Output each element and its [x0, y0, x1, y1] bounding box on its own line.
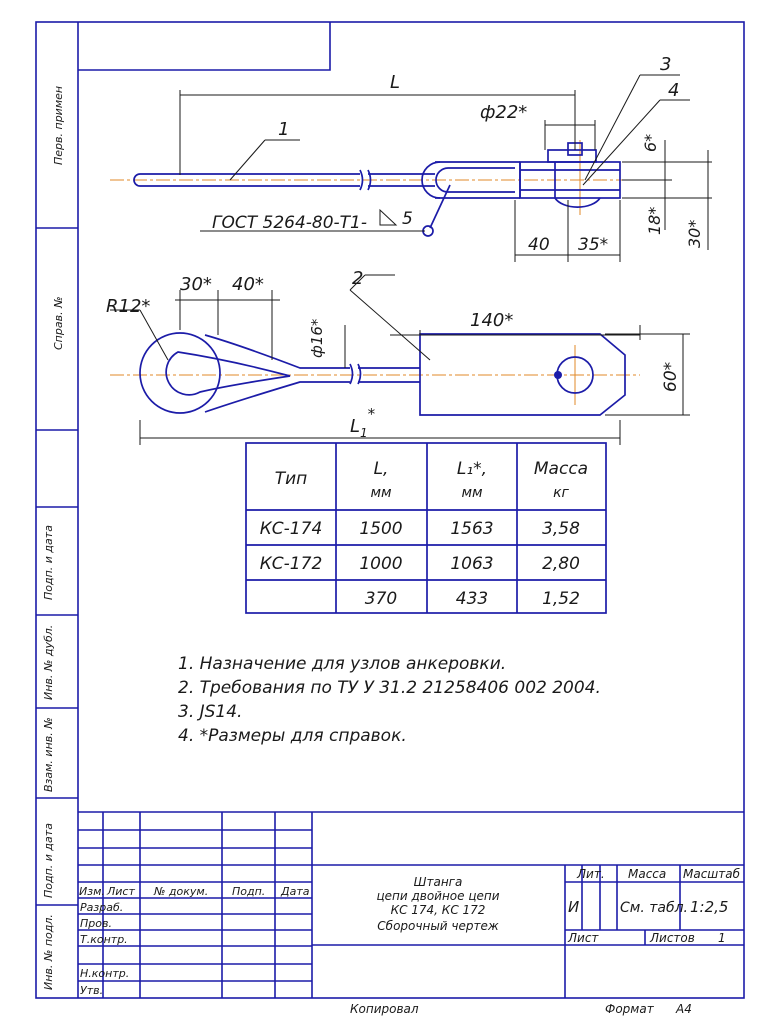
- lit-value: И: [568, 898, 579, 916]
- margin-labels: Перв. примен Справ. № Подп. и дата Инв. …: [42, 86, 65, 990]
- title-block: Изм. Лист № докум. Подп. Дата Разраб. Пр…: [79, 867, 741, 997]
- table-cell: 1063: [450, 554, 493, 574]
- table-header-3: Масса: [534, 459, 588, 479]
- title-line-1: Штанга: [414, 875, 463, 889]
- row-t-kontr: Т.контр.: [80, 933, 128, 946]
- dim-L1: L1*: [350, 405, 376, 440]
- callout-1: 1: [278, 119, 289, 140]
- table-cell: 433: [456, 589, 488, 609]
- table-cell: 1563: [450, 519, 493, 539]
- dim-L: L: [390, 72, 400, 93]
- row-razrab: Разраб.: [80, 901, 123, 914]
- title-line-4: Сборочный чертеж: [377, 919, 499, 933]
- margin-podp-data-1: Подп. и дата: [42, 525, 55, 600]
- note-4: 4. *Размеры для справок.: [178, 726, 407, 746]
- table-header-unit-2: мм: [461, 485, 483, 501]
- dim-30b: 30*: [180, 274, 212, 295]
- table-header-unit-3: кг: [553, 485, 569, 501]
- table-header-0: Тип: [275, 469, 308, 489]
- dim-phi16: ф16*: [308, 318, 326, 358]
- dim-R12: R12*: [106, 296, 150, 317]
- massa-value: См. табл.: [620, 900, 688, 916]
- gost-weld-label: ГОСТ 5264-80-Т1-: [212, 213, 367, 233]
- margin-podp-data-2: Подп. и дата: [42, 823, 55, 898]
- footer: Копировал Формат А4: [350, 1002, 692, 1016]
- table-header-2: L₁*,: [457, 459, 487, 479]
- table-header-1: L,: [374, 459, 389, 479]
- col-list: Лист: [106, 885, 135, 898]
- margin-inv-dubl: Инв. № дубл.: [42, 625, 55, 700]
- table-cell: 1500: [359, 519, 402, 539]
- row-n-kontr: Н.контр.: [80, 967, 129, 980]
- callout-4: 4: [668, 80, 679, 101]
- dim-35: 35*: [578, 235, 608, 255]
- dim-phi22: ф22*: [480, 102, 527, 123]
- dim-6: 6*: [641, 134, 660, 152]
- table-cell: КС-174: [260, 519, 323, 539]
- masshtab-label: Масштаб: [683, 867, 741, 881]
- table-header-unit-1: мм: [370, 485, 392, 501]
- table-cell: КС-172: [260, 554, 323, 574]
- callout-3: 3: [660, 54, 671, 75]
- list-label: Лист: [567, 931, 599, 945]
- masshtab-value: 1:2,5: [690, 898, 728, 916]
- dim-30: 30*: [685, 220, 704, 248]
- table-cell: 370: [365, 589, 397, 609]
- table-cell: 3,58: [542, 519, 580, 539]
- assembly-view: 1 3 4 L ф22* 6* 18* 30* 40 35* ГОСТ 5264…: [110, 54, 712, 262]
- title-line-2: цепи двойное цепи: [376, 889, 499, 903]
- dim-140: 140*: [470, 310, 513, 331]
- dim-40b: 40*: [232, 274, 264, 295]
- margin-inv-podl: Инв. № подл.: [42, 914, 55, 990]
- table-cell: 1,52: [542, 589, 580, 609]
- note-3: 3. JS14.: [178, 702, 243, 722]
- row-utv: Утв.: [80, 984, 103, 997]
- massa-label: Масса: [628, 867, 666, 881]
- margin-perv-primen: Перв. примен: [52, 86, 65, 165]
- callout-2: 2: [352, 268, 363, 289]
- dim-18: 18*: [645, 207, 664, 235]
- footer-format: Формат: [605, 1002, 655, 1016]
- col-izm: Изм.: [79, 885, 105, 898]
- footer-format-value: А4: [675, 1002, 692, 1016]
- weld-leg-5: 5: [402, 209, 413, 229]
- title-line-3: КС 174, КС 172: [391, 903, 486, 917]
- weld-triangle-icon: [200, 208, 425, 232]
- drawing-frame: [35, 21, 745, 999]
- listov-value: 1: [718, 931, 726, 945]
- notes-block: 1. Назначение для узлов анкеровки. 2. Тр…: [178, 652, 601, 748]
- col-podp: Подп.: [232, 885, 265, 898]
- rod-detail-view: 2 R12* 30* 40* ф16* 140* 60* L1*: [106, 268, 690, 445]
- col-dokum: № докум.: [153, 885, 208, 898]
- table-cell: 2,80: [542, 554, 580, 574]
- note-1: 1. Назначение для узлов анкеровки.: [178, 654, 507, 674]
- dim-60: 60*: [661, 362, 681, 392]
- dim-40: 40: [528, 235, 550, 255]
- note-2: 2. Требования по ТУ У 31.2 21258406 002 …: [178, 678, 601, 698]
- listov-label: Листов: [649, 931, 695, 945]
- row-prov: Пров.: [80, 917, 112, 930]
- margin-sprav-no: Справ. №: [52, 296, 65, 350]
- footer-kopiroval: Копировал: [350, 1002, 419, 1016]
- col-data: Дата: [280, 885, 310, 898]
- param-table-grid: [245, 442, 607, 614]
- margin-vzam-inv: Взам. инв. №: [42, 717, 55, 792]
- table-cell: 1000: [359, 554, 402, 574]
- lit-label: Лит.: [576, 867, 605, 881]
